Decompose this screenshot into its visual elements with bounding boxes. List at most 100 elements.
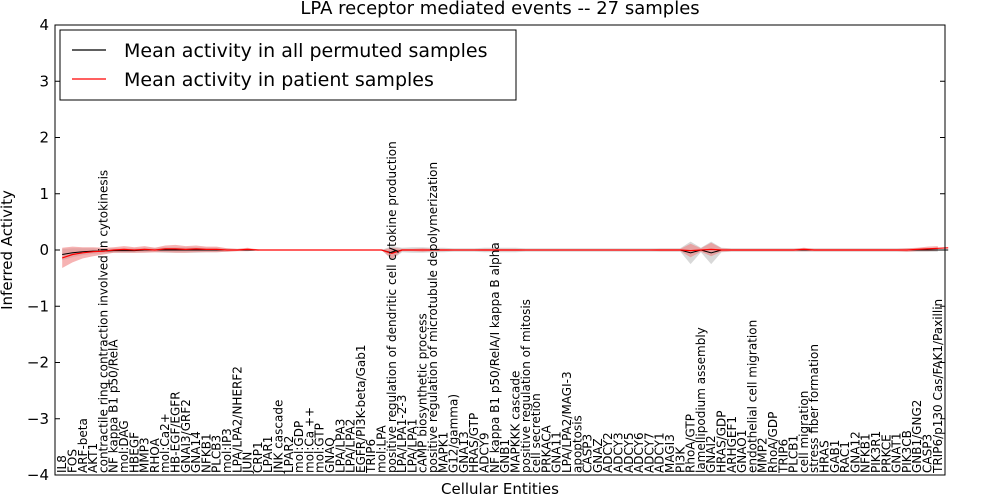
x-tick-label: GNA11 xyxy=(550,431,564,473)
y-tick-label: 4 xyxy=(39,16,49,34)
x-tick-label: HRAS/GDP xyxy=(715,410,729,473)
y-tick-label: −4 xyxy=(27,466,49,484)
x-tick-label: GNAZ xyxy=(591,438,605,473)
x-tick-label: positive regulation of mitosis xyxy=(519,299,533,473)
x-tick-label: CASP3 xyxy=(921,434,935,473)
x-tick-label: PIK3CB xyxy=(900,430,914,473)
x-tick-label: LPA/LPA2/NHERF2 xyxy=(230,366,244,473)
x-tick-label: ADCY6 xyxy=(632,432,646,473)
x-tick-label: PIK3R1 xyxy=(869,431,883,473)
x-tick-label: JUN xyxy=(241,452,255,474)
legend-label-permuted: Mean activity in all permuted samples xyxy=(124,40,487,62)
x-tick-label: stress fiber formation xyxy=(807,344,821,473)
x-tick-label: apoptosis xyxy=(570,415,584,473)
x-tick-label: GNAQ xyxy=(323,437,337,473)
legend-box xyxy=(59,29,517,101)
x-tick-label: NF kappa B1 p50/RelA/I kappa B alpha xyxy=(488,242,502,473)
x-tick-label: MAPKKK cascade xyxy=(509,371,523,473)
x-tick-label: MAGI3 xyxy=(663,434,677,473)
x-tick-label: GNB1 xyxy=(498,439,512,473)
x-tick-label: EGFR/PI3K-beta/Gab1 xyxy=(354,344,368,473)
x-axis-label: Cellular Entities xyxy=(441,480,559,498)
x-tick-label: MAPK1 xyxy=(436,432,450,473)
x-tick-label: GNA14 xyxy=(189,431,203,473)
x-tick-label: mol:IP3 xyxy=(220,428,234,473)
x-tick-label: HRAS xyxy=(818,440,832,473)
x-tick-label: NFKB1 xyxy=(199,433,213,473)
x-tick-label: cell migration xyxy=(797,391,811,473)
x-tick-label: mol:GTP xyxy=(313,423,327,473)
x-tick-label: GNAI2 xyxy=(704,435,718,473)
chart-title: LPA receptor mediated events -- 27 sampl… xyxy=(300,0,699,19)
x-tick-label: mol:GDP xyxy=(292,421,306,473)
x-tick-label: RhoA/GDP xyxy=(766,412,780,473)
x-tick-label: AKT1 xyxy=(86,443,100,473)
legend-label-patient: Mean activity in patient samples xyxy=(124,69,434,91)
x-tick-label: ADCY9 xyxy=(478,432,492,473)
x-tick-label: contractile ring contraction involved in… xyxy=(96,170,110,473)
x-tick-label: NF kappa B1 p50/RelA xyxy=(107,339,121,473)
y-tick-label: −2 xyxy=(27,354,49,372)
x-tick-label: MMP3 xyxy=(138,437,152,473)
x-tick-label: MMP2 xyxy=(756,437,770,473)
y-tick-label: 0 xyxy=(39,241,49,259)
x-tick-label: mol:DAG xyxy=(117,420,131,473)
x-tick-label: PI3K xyxy=(673,446,687,473)
x-tick-label: PLCB3 xyxy=(210,435,224,473)
x-tick-label: IL8 xyxy=(55,455,69,473)
x-tick-label: PLCB1 xyxy=(787,435,801,473)
x-tick-label: mol:Ca2+ xyxy=(158,413,172,473)
x-tick-label: TRIP6 xyxy=(776,439,790,474)
x-tick-label: RhoA/GTP xyxy=(684,414,698,473)
y-tick-label: 3 xyxy=(39,72,49,90)
x-tick-label: mol:Ca ++ xyxy=(302,407,316,473)
y-tick-label: 2 xyxy=(39,129,49,147)
x-tick-label: LPAR2 xyxy=(282,436,296,473)
x-tick-label: mol:LPA xyxy=(375,424,389,473)
y-tick-label: −1 xyxy=(27,297,49,315)
x-tick-label: CRP1 xyxy=(251,441,265,473)
x-tick-label: GNAO1 xyxy=(735,430,749,473)
x-tick-label: cell secretion xyxy=(529,393,543,473)
x-tick-label: lamellipodium assembly xyxy=(694,327,708,473)
x-tick-label: LPA/LPA3 xyxy=(333,419,347,473)
x-tick-label: LPA/LPA2/MAGI-3 xyxy=(560,371,574,473)
x-tick-label: ADCY1 xyxy=(653,432,667,473)
patient-confidence-band xyxy=(62,242,938,268)
y-axis-label: Inferred Activity xyxy=(0,190,16,310)
y-tick-label: −3 xyxy=(27,410,49,428)
x-tick-label: G12/gamma) xyxy=(447,394,461,473)
x-tick-label: HRAS/GTP xyxy=(467,413,481,473)
y-tick-label: 1 xyxy=(39,185,49,203)
x-tick-label: ADCY2 xyxy=(601,432,615,473)
x-tick-label: CASP3 xyxy=(581,434,595,473)
x-tick-label: LPA/LPA1-2-3 xyxy=(395,395,409,473)
x-tick-label: FOS xyxy=(66,449,80,473)
x-tick-label: RHOA xyxy=(148,437,162,473)
x-tick-label: GNA12 xyxy=(848,431,862,473)
x-tick-label: LPA/LPA1 xyxy=(405,419,419,473)
x-tick-label: JNK cascade xyxy=(272,400,286,474)
x-tick-label: ADCY3 xyxy=(612,432,626,473)
x-tick-label: RAC1 xyxy=(838,441,852,473)
x-tick-label: ADCY7 xyxy=(642,432,656,473)
x-tick-label: HB-EGF/EGFR xyxy=(169,391,183,473)
x-tick-label: GNB1/GNG2 xyxy=(910,400,924,473)
x-tick-label: ARF-beta xyxy=(76,418,90,473)
x-tick-label: ARHGEF1 xyxy=(725,416,739,473)
plot-frame xyxy=(54,24,946,476)
x-tick-label: LPA/LPA2 xyxy=(344,419,358,473)
x-tick-label: endothelial cell migration xyxy=(745,320,759,473)
x-tick-label: GNAT1 xyxy=(890,432,904,473)
series-line-patient xyxy=(62,247,949,259)
x-tick-label: positive regulation of microtubule depol… xyxy=(426,162,440,473)
x-tick-label: PRKACA xyxy=(539,424,553,473)
x-tick-label: GNA13 xyxy=(457,431,471,473)
x-tick-label: GAB1 xyxy=(828,440,842,473)
legend: Mean activity in all permuted samples Me… xyxy=(59,29,517,101)
x-tick-label: HBEGF xyxy=(127,432,141,473)
x-tick-label: cAMP biosynthetic process xyxy=(416,313,430,473)
x-tick-label: PRKCE xyxy=(879,434,893,473)
